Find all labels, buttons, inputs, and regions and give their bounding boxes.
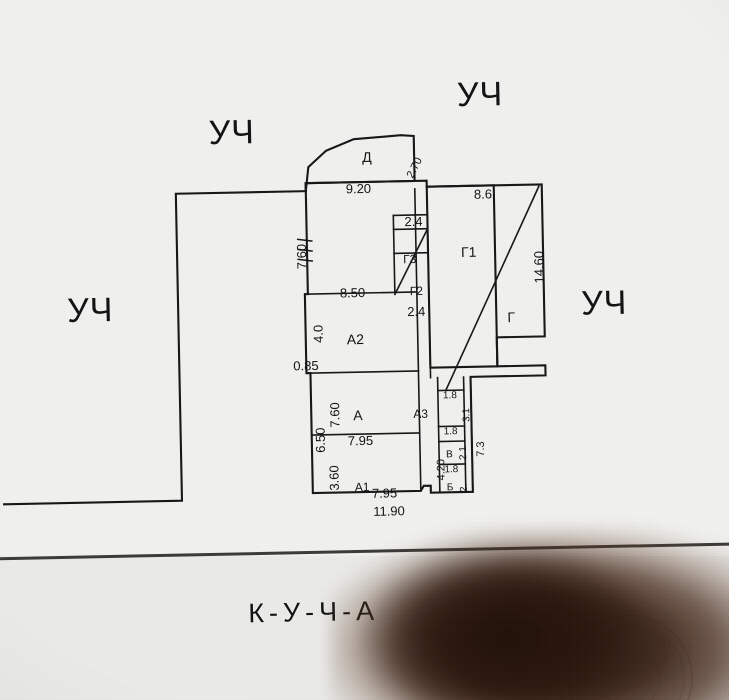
dimension-tick-1 [297,248,313,252]
room-label-Б: Б [446,482,454,494]
dimension-v-10: 4.20 [435,458,448,481]
dimension-v-5: 6.50 [312,427,329,454]
neighbor-parcel-label-3: УЧ [580,283,628,323]
dimension-tick-0 [296,238,313,242]
room-label-А1: А1 [354,479,370,495]
dimension-v-11: 7.3 [474,441,488,457]
neighbor-parcel-label-0: УЧ [66,291,114,330]
dimension-h-10: 1.8 [443,426,458,438]
neighbor-parcel-label-2: УЧ [456,75,504,115]
room-label-А: А [353,407,363,424]
dimension-h-7: 7.95 [371,485,398,501]
building-part-D-outline [304,134,416,192]
dimension-h-0: 9.20 [345,180,372,197]
room-label-Д: Д [361,148,372,166]
dimension-v-4: 7.60 [327,402,343,428]
interior-wall-12 [437,389,465,392]
room-label-Г: Г [507,308,516,326]
diagonal-divider-G3 [393,227,429,296]
dimension-h-4: 2.4 [407,303,426,320]
dimension-h-9: 1.8 [442,390,457,402]
dimension-h-2: 2.4 [404,213,423,230]
dimension-v-1: 7.60 [293,243,310,270]
interior-wall-0 [304,291,418,296]
dimension-h-1: 8.6 [473,186,493,202]
dimension-h-3: 8.50 [339,284,366,301]
dimension-v-2: 14.60 [531,250,547,284]
interior-wall-10 [436,376,441,494]
room-label-Г3: Г3 [403,251,417,267]
neighbor-parcel-label-1: УЧ [208,113,256,153]
room-label-Г2: Г2 [409,283,424,299]
interior-wall-11 [462,376,467,493]
room-label-Г1: Г1 [460,243,477,261]
interior-wall-7 [393,251,429,255]
interior-wall-8 [413,188,422,492]
interior-wall-16 [469,376,474,493]
dimension-tick-2 [297,258,314,262]
interior-wall-4 [392,213,429,217]
dimension-h-8: 11.90 [373,503,405,519]
interior-wall-5 [392,227,429,231]
dimension-v-9: 2. [458,483,470,493]
interior-wall-15 [438,463,467,466]
plan-title-caption: К-У-Ч-А [247,595,380,629]
diagonal-divider-G [444,185,540,392]
interior-wall-2 [310,432,421,436]
interior-wall-14 [438,440,466,443]
interior-wall-13 [437,425,466,428]
interior-wall-9 [428,290,432,379]
dimension-h-5: 0.85 [293,357,319,374]
room-label-А3: А3 [413,406,429,422]
interior-wall-1 [305,370,420,374]
dimension-h-6: 7.95 [347,432,374,449]
dimension-v-3: 4.0 [310,324,326,344]
dimension-v-6: 3.60 [326,465,342,491]
parcel-boundary [2,190,307,506]
dimension-v-7: 3.1 [461,407,473,423]
room-label-А2: А2 [346,331,365,348]
dimension-v-8: 2.1 [457,446,470,461]
